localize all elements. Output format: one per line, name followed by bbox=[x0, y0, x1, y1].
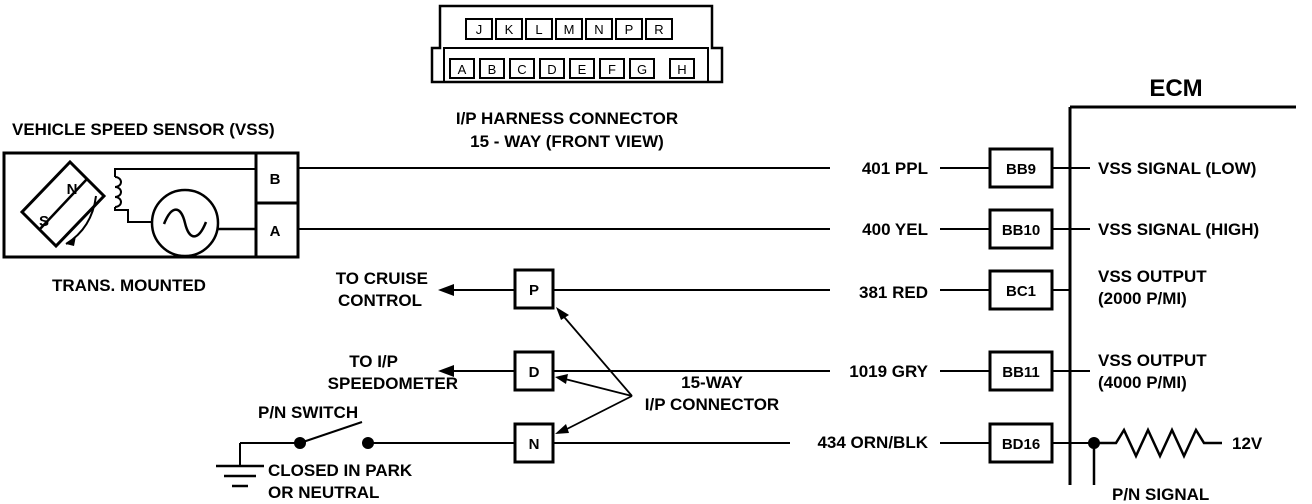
leader-arrowhead-d bbox=[555, 374, 568, 384]
ecm-pin-bb10 bbox=[988, 208, 1054, 250]
connector-cavity-m-label: M bbox=[564, 22, 575, 37]
dest-cruise-line2: CONTROL bbox=[338, 291, 422, 310]
ecm-label-vss-out-4000-line1: VSS OUTPUT bbox=[1098, 351, 1207, 370]
connector-cavity-n-label: N bbox=[594, 22, 603, 37]
dest-speedo-line1: TO I/P bbox=[349, 352, 398, 371]
connector-cavity-m bbox=[555, 18, 583, 40]
connector-cavity-a-label: A bbox=[458, 62, 467, 77]
ecm-pin-bc1 bbox=[988, 269, 1054, 311]
wire-label-434: 434 ORN/BLK bbox=[817, 433, 928, 452]
connector-cavity-l bbox=[525, 18, 553, 40]
harness-connector-view bbox=[430, 4, 724, 84]
connector-cavity-h bbox=[669, 58, 695, 79]
connector-cavity-b bbox=[479, 58, 505, 79]
pullup-resistor-icon bbox=[1092, 427, 1222, 485]
ip-pin-p-label: P bbox=[529, 282, 539, 299]
pn-junction-dot bbox=[1088, 437, 1100, 449]
connector-title-line2: 15 - WAY (FRONT VIEW) bbox=[470, 132, 664, 151]
pn-switch-icon bbox=[239, 421, 515, 466]
ecm-label-vss-high: VSS SIGNAL (HIGH) bbox=[1098, 220, 1259, 239]
pn-signal-label: P/N SIGNAL bbox=[1112, 485, 1209, 504]
connector-cavity-e bbox=[569, 58, 595, 79]
connector-cavity-a bbox=[449, 58, 475, 79]
pn-switch-contact-right bbox=[362, 437, 374, 449]
ip-connector-label-line1: 15-WAY bbox=[681, 373, 743, 392]
ecm-pin-bd16-label: BD16 bbox=[1002, 436, 1040, 453]
vss-terminal-b: B bbox=[270, 171, 281, 188]
cruise-arrowhead bbox=[438, 284, 454, 296]
ecm-pin-bd16 bbox=[988, 422, 1054, 464]
connector-cavity-r bbox=[645, 18, 673, 40]
connector-cavity-p bbox=[615, 18, 643, 40]
ecm-pin-bb11-label: BB11 bbox=[1002, 364, 1040, 381]
connector-cavity-k bbox=[495, 18, 523, 40]
ground-icon bbox=[216, 464, 264, 488]
connector-cavity-c-label: C bbox=[517, 62, 526, 77]
connector-cavity-e-label: E bbox=[578, 62, 587, 77]
connector-cavity-r-label: R bbox=[654, 22, 663, 37]
connector-cavity-d-label: D bbox=[547, 62, 556, 77]
magnet-pole-s: S bbox=[39, 213, 49, 230]
connector-cavity-d bbox=[539, 58, 565, 79]
wire-label-400: 400 YEL bbox=[862, 220, 928, 239]
connector-cavity-k-label: K bbox=[505, 22, 514, 37]
ecm-pin-bb10-label: BB10 bbox=[1002, 222, 1040, 239]
ecm-pin-bb9 bbox=[988, 147, 1054, 189]
wire-lines bbox=[298, 167, 990, 444]
connector-cavity-f-label: F bbox=[608, 62, 616, 77]
connector-cavity-g-label: G bbox=[637, 62, 647, 77]
pn-switch-state-line1: CLOSED IN PARK bbox=[268, 461, 413, 480]
pn-switch-state-line2: OR NEUTRAL bbox=[268, 483, 379, 502]
connector-cavity-n bbox=[585, 18, 613, 40]
ip-connector-label-line2: I/P CONNECTOR bbox=[645, 395, 779, 414]
ip-pin-n-label: N bbox=[529, 436, 540, 453]
ecm-label-vss-low: VSS SIGNAL (LOW) bbox=[1098, 159, 1256, 178]
dest-speedo-line2: SPEEDOMETER bbox=[328, 374, 458, 393]
destination-arrows bbox=[452, 289, 515, 372]
speedo-arrowhead bbox=[438, 365, 454, 377]
connector-cavity-c bbox=[509, 58, 535, 79]
connector-top-row: J K L M N P R bbox=[465, 18, 673, 40]
ecm-boundary bbox=[1068, 105, 1296, 485]
connector-leader-lines bbox=[558, 310, 633, 433]
leader-arrowhead-p bbox=[556, 307, 569, 320]
coil-icon bbox=[114, 168, 256, 223]
connector-title-line1: I/P HARNESS CONNECTOR bbox=[456, 109, 678, 128]
dest-cruise-line1: TO CRUISE bbox=[336, 269, 428, 288]
connector-cavity-g bbox=[629, 58, 655, 79]
wire-label-1019: 1019 GRY bbox=[849, 362, 928, 381]
pn-switch-contact-left bbox=[294, 437, 306, 449]
connector-bottom-row: A B C D E F G H bbox=[449, 58, 695, 79]
ecm-pin-bb11 bbox=[988, 350, 1054, 392]
vss-terminal-a: A bbox=[270, 223, 281, 240]
ecm-pin-bb9-label: BB9 bbox=[1006, 161, 1036, 178]
connector-cavity-f bbox=[599, 58, 625, 79]
ecm-label-vss-out-2000-line2: (2000 P/MI) bbox=[1098, 289, 1187, 308]
pn-switch-title: P/N SWITCH bbox=[258, 403, 358, 422]
wire-label-381: 381 RED bbox=[859, 283, 928, 302]
ecm-label-vss-out-2000-line1: VSS OUTPUT bbox=[1098, 267, 1207, 286]
connector-cavity-h-label: H bbox=[677, 62, 686, 77]
ecm-title: ECM bbox=[1149, 75, 1202, 102]
connector-cavity-j bbox=[465, 18, 493, 40]
leader-arrowhead-n bbox=[555, 424, 569, 434]
ip-pin-p bbox=[513, 268, 555, 310]
connector-cavity-b-label: B bbox=[488, 62, 497, 77]
magnet-pole-n: N bbox=[67, 181, 78, 198]
ecm-pin-bc1-label: BC1 bbox=[1006, 283, 1036, 300]
vss-housing bbox=[2, 151, 300, 259]
connector-cavity-l-label: L bbox=[535, 22, 542, 37]
connector-cavity-j-label: J bbox=[476, 22, 483, 37]
ecm-label-vss-out-4000-line2: (4000 P/MI) bbox=[1098, 373, 1187, 392]
ip-pin-n bbox=[513, 422, 555, 464]
wire-label-401: 401 PPL bbox=[862, 159, 928, 178]
vss-mount-label: TRANS. MOUNTED bbox=[52, 276, 206, 295]
ip-pin-d-label: D bbox=[529, 364, 540, 381]
vss-title: VEHICLE SPEED SENSOR (VSS) bbox=[12, 120, 275, 139]
connector-cavity-p-label: P bbox=[625, 22, 634, 37]
ac-generator-icon bbox=[150, 188, 256, 258]
supply-12v-label: 12V bbox=[1232, 434, 1263, 453]
magnet-icon bbox=[19, 159, 107, 249]
